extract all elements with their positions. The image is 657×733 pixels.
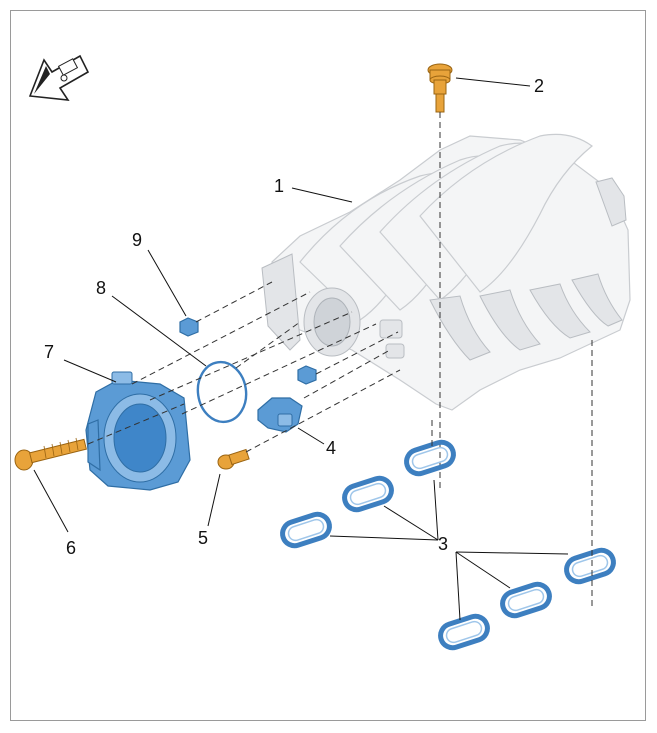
part-6-long-bolt <box>14 437 87 471</box>
part-9-nut-secondary <box>297 365 317 385</box>
callout-6: 6 <box>66 538 76 558</box>
leader-lines <box>33 77 569 621</box>
part-8-o-ring <box>196 360 248 424</box>
callout-9: 9 <box>132 230 142 250</box>
callout-3a: 3 <box>438 534 448 554</box>
vehicle-front-direction-arrow-icon <box>28 54 90 101</box>
part-2-sensor-bolt <box>427 63 453 490</box>
part-3-gaskets <box>280 439 616 651</box>
gasket-6 <box>438 613 490 651</box>
callout-2: 2 <box>534 76 544 96</box>
gasket-4 <box>564 547 616 585</box>
gasket-5 <box>500 581 552 619</box>
part-7-throttle-body <box>85 371 191 491</box>
assembly-dash-lines <box>87 281 593 610</box>
callout-labels: 1 2 3 4 5 6 7 8 9 <box>44 76 544 558</box>
gasket-3 <box>280 511 332 549</box>
intake-manifold <box>261 133 631 411</box>
part-5-bolt <box>217 448 250 470</box>
gasket-1 <box>404 439 456 477</box>
part-9-nut <box>179 317 317 385</box>
callout-5: 5 <box>198 528 208 548</box>
callout-7: 7 <box>44 342 54 362</box>
callout-8: 8 <box>96 278 106 298</box>
part-4-sensor <box>257 397 303 433</box>
gasket-2 <box>342 475 394 513</box>
callout-4: 4 <box>326 438 336 458</box>
callout-1: 1 <box>274 176 284 196</box>
